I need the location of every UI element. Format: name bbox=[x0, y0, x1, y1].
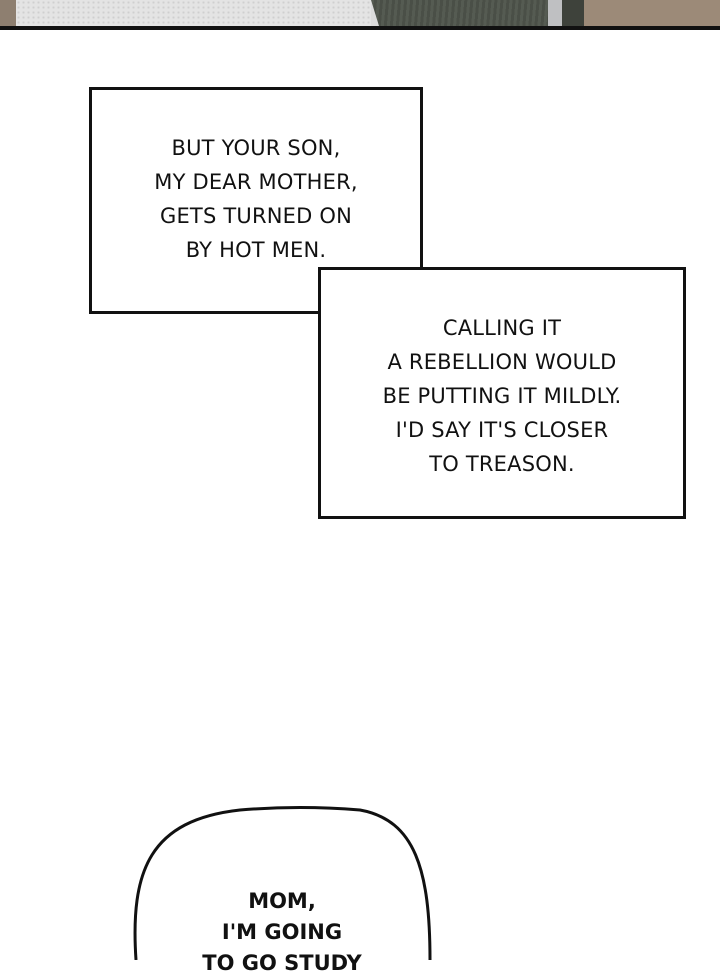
panel-art-wall bbox=[16, 0, 371, 26]
speech-line: MOM, bbox=[248, 889, 316, 913]
caption-line: I'D SAY IT'S CLOSER bbox=[395, 418, 609, 442]
caption-line: TO TREASON. bbox=[429, 452, 575, 476]
speech-line: I'M GOING bbox=[221, 920, 343, 944]
panel-border bbox=[0, 26, 720, 30]
speech-bubble-text: MOM, I'M GOING TO GO STUDY bbox=[134, 886, 430, 979]
caption-line: CALLING IT bbox=[442, 316, 562, 340]
caption-1-text: BUT YOUR SON, MY DEAR MOTHER, GETS TURNE… bbox=[89, 131, 423, 267]
panel-art-fabric bbox=[371, 0, 571, 26]
panel-art-tan bbox=[584, 0, 720, 26]
caption-overlap-cover bbox=[321, 270, 420, 311]
comic-panel-art bbox=[0, 0, 720, 26]
caption-line: GETS TURNED ON bbox=[159, 204, 353, 228]
caption-line: BY HOT MEN. bbox=[185, 238, 327, 262]
caption-line: BE PUTTING IT MILDLY. bbox=[382, 384, 622, 408]
caption-line: BUT YOUR SON, bbox=[171, 136, 341, 160]
panel-art-brown-edge bbox=[0, 0, 16, 26]
panel-art-grey-strip bbox=[548, 0, 562, 26]
caption-line: MY DEAR MOTHER, bbox=[154, 170, 358, 194]
panel-art-dark-strip bbox=[562, 0, 584, 26]
caption-2-text: CALLING IT A REBELLION WOULD BE PUTTING … bbox=[318, 311, 686, 481]
speech-line: TO GO STUDY bbox=[202, 951, 362, 975]
caption-line: A REBELLION WOULD bbox=[387, 350, 617, 374]
